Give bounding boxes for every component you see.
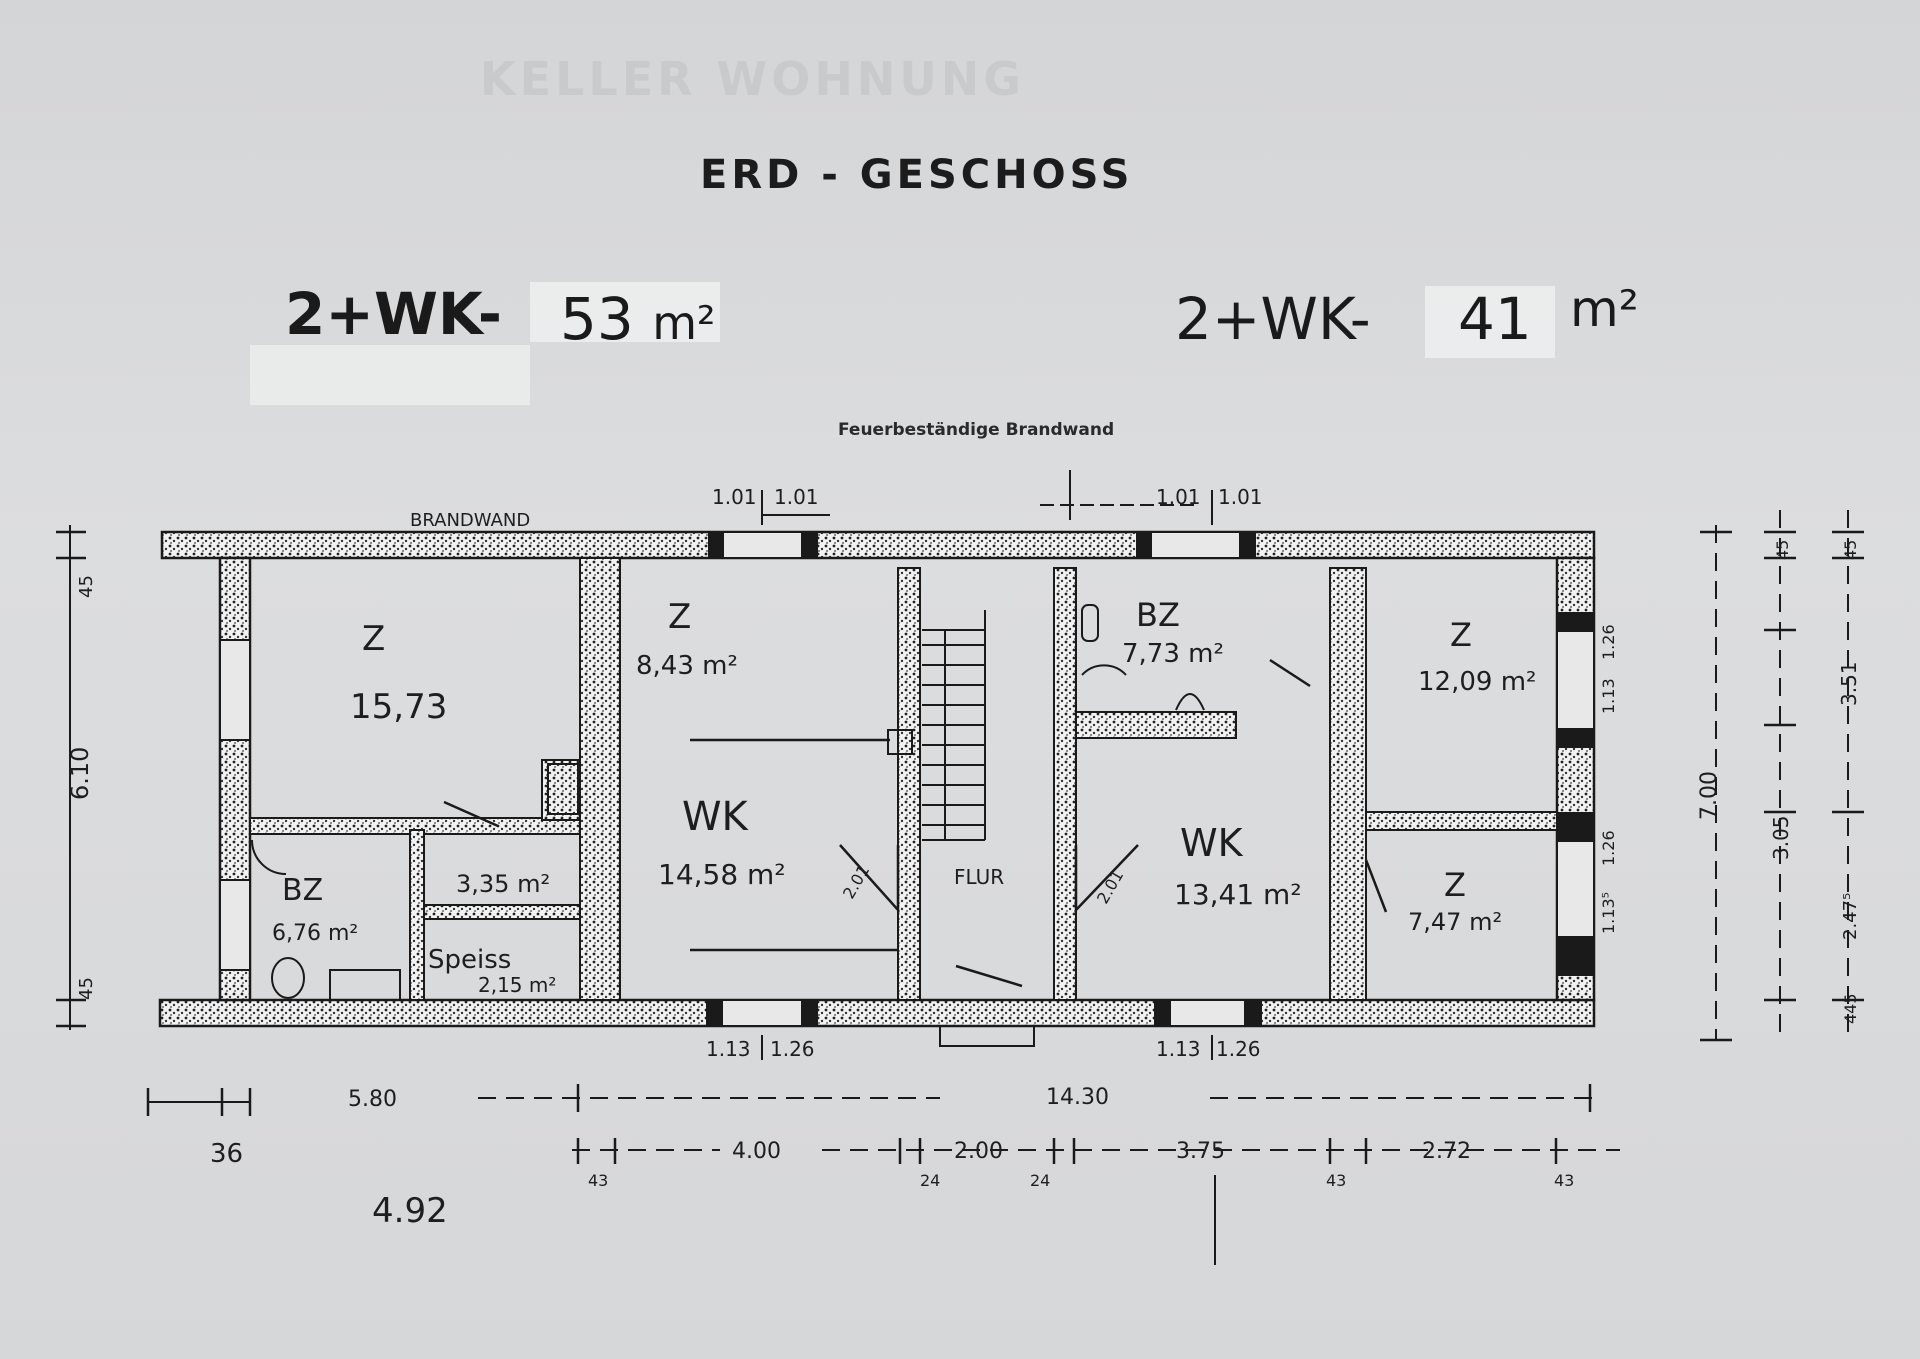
room-z3-name: Z xyxy=(1450,616,1472,654)
unit-right-value: 41 xyxy=(1458,285,1532,353)
dim-bottom-left-b: 1.26 xyxy=(770,1037,815,1061)
page-title: ERD - GESCHOSS xyxy=(700,152,1134,198)
dim-left-45a: 45 xyxy=(76,575,97,598)
dimension-lines xyxy=(69,470,1849,1265)
dim-bottom-right-a: 1.13 xyxy=(1156,1037,1201,1061)
dim-right-700: 7.00 xyxy=(1697,771,1722,820)
room-z4-area: 7,47 m² xyxy=(1408,908,1502,936)
entry-step xyxy=(939,1025,1035,1047)
room-wk2-name: WK xyxy=(1180,821,1244,865)
dimension-labels: 1.01 1.01 1.01 1.01 1.13 1.26 1.13 1.26 … xyxy=(66,485,1861,1231)
dim-36: 36 xyxy=(210,1139,243,1169)
room-small-area: 3,35 m² xyxy=(456,870,550,898)
dim-left-45b: 45 xyxy=(76,977,97,1000)
firewall-subtitle: Feuerbeständige Brandwand xyxy=(838,420,1115,440)
tape-strip-left xyxy=(530,282,720,342)
dim-door-a: 2.01 xyxy=(839,862,873,902)
room-bz1-area: 6,76 m² xyxy=(272,921,358,946)
room-wk2-area: 13,41 m² xyxy=(1174,878,1302,911)
unit-right-label: 2+WK- xyxy=(1175,285,1371,353)
doors xyxy=(443,658,1388,988)
dimension-ticks xyxy=(56,530,1864,1164)
staircase xyxy=(887,610,986,841)
dim-right-45b: 45 xyxy=(1841,540,1860,560)
unit-right-unit: m² xyxy=(1570,280,1639,338)
room-bz1-name: BZ xyxy=(282,873,323,908)
room-z4-name: Z xyxy=(1444,866,1466,904)
dim-bottom-right-b: 1.26 xyxy=(1216,1037,1261,1061)
dim-top-right-a: 1.01 xyxy=(1156,485,1201,509)
brandwand-label: BRANDWAND xyxy=(410,510,530,531)
unit-left-unit: m² xyxy=(652,296,716,350)
dim-492: 4.92 xyxy=(372,1191,448,1231)
window-posts xyxy=(706,532,1594,1026)
room-bz2-name: BZ xyxy=(1136,596,1180,634)
dim-43a: 43 xyxy=(588,1171,608,1190)
dim-43b: 43 xyxy=(1326,1171,1346,1190)
room-speiss-name: Speiss xyxy=(428,945,511,975)
dim-window-1135: 1.13⁵ xyxy=(1599,892,1618,934)
outer-walls xyxy=(158,530,1596,1028)
room-z1-area: 15,73 xyxy=(350,687,447,727)
unit-left-prefix: 2+WK- xyxy=(285,280,502,348)
dim-272: 2.72 xyxy=(1422,1139,1471,1164)
dim-left-610: 6.10 xyxy=(66,747,94,800)
dim-right-2475: 2.47⁵ xyxy=(1840,893,1861,940)
room-bz2-area: 7,73 m² xyxy=(1122,639,1224,669)
fixtures xyxy=(251,604,1205,1001)
dim-window-113a: 1.13 xyxy=(1599,678,1618,714)
room-z2-name: Z xyxy=(668,597,691,637)
room-z2-area: 8,43 m² xyxy=(636,651,738,681)
dim-window-126b: 1.26 xyxy=(1599,830,1618,866)
unit-left-value: 53 m² xyxy=(560,285,716,353)
dim-top-left-a: 1.01 xyxy=(712,485,757,509)
unit-right-number: 41 xyxy=(1458,285,1532,353)
unit-left-number: 53 xyxy=(560,285,634,353)
dim-top-right-b: 1.01 xyxy=(1218,485,1263,509)
dim-right-305: 3.05 xyxy=(1769,815,1793,860)
dim-400: 4.00 xyxy=(732,1139,781,1164)
dim-right-445: 445 xyxy=(1841,993,1860,1024)
dim-24a: 24 xyxy=(920,1171,940,1190)
dim-375: 3.75 xyxy=(1176,1139,1225,1164)
room-wk1-area: 14,58 m² xyxy=(658,858,786,891)
dim-window-126a: 1.26 xyxy=(1599,624,1618,660)
dim-top-left-b: 1.01 xyxy=(774,485,819,509)
room-labels: Z 15,73 BZ 6,76 m² 3,35 m² Speiss 2,15 m… xyxy=(272,510,1536,997)
dim-200: 2.00 xyxy=(954,1139,1003,1164)
ghost-text: KELLER WOHNUNG xyxy=(480,52,1025,106)
unit-left-label: 2+WK- xyxy=(285,280,502,348)
dim-24b: 24 xyxy=(1030,1171,1050,1190)
dim-right-351: 3.51 xyxy=(1837,661,1861,706)
room-z1-name: Z xyxy=(362,619,385,659)
tape-strip-left-2 xyxy=(250,345,530,405)
dim-bottom-left-a: 1.13 xyxy=(706,1037,751,1061)
interior-walls xyxy=(249,557,1558,1001)
room-speiss-area: 2,15 m² xyxy=(478,973,556,997)
dim-43c: 43 xyxy=(1554,1171,1574,1190)
room-flur-name: FLUR xyxy=(954,865,1004,889)
room-z3-area: 12,09 m² xyxy=(1418,667,1536,697)
room-wk1-name: WK xyxy=(682,794,750,840)
dim-door-b: 2.01 xyxy=(1093,867,1127,907)
dim-580: 5.80 xyxy=(348,1087,397,1112)
tape-strip-right xyxy=(1425,286,1555,358)
dim-right-45a: 45 xyxy=(1773,540,1792,560)
unit-right-prefix: 2+WK- xyxy=(1175,285,1371,353)
dim-total-length: 14.30 xyxy=(1046,1085,1109,1110)
